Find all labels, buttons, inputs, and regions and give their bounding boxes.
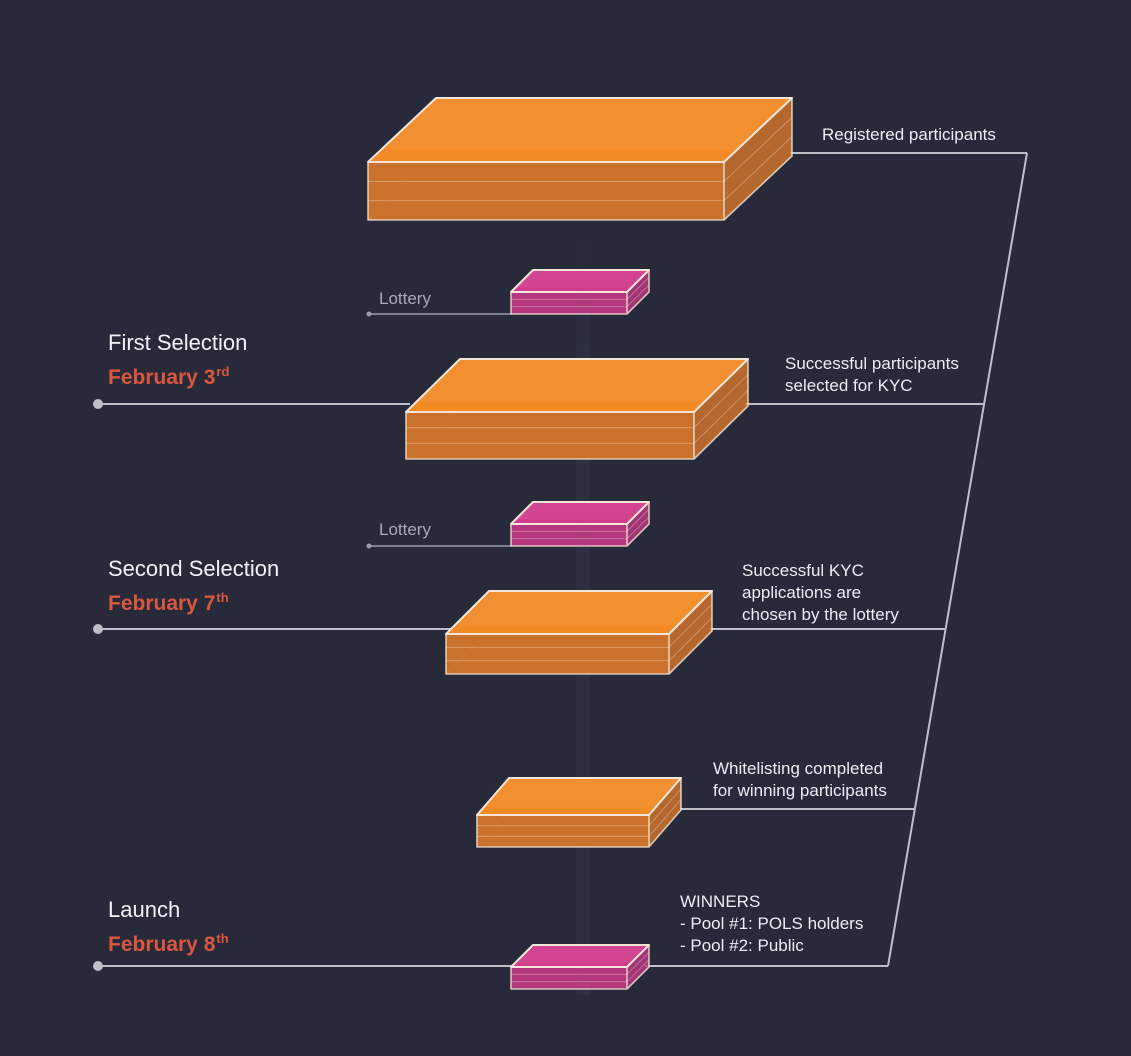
label-line: for winning participants	[713, 781, 887, 800]
label-selected-for-kyc: Successful participants selected for KYC	[785, 353, 959, 397]
label-line: WINNERS	[680, 892, 761, 911]
slab-layer	[367, 97, 793, 990]
slab-lottery-1	[510, 269, 650, 315]
stage-date-launch: February 8th	[108, 931, 229, 956]
label-whitelisting-completed: Whitelisting completed for winning parti…	[713, 758, 887, 802]
slab-whitelist	[476, 777, 682, 848]
label-line: Successful participants	[785, 354, 959, 373]
label-line: Whitelisting completed	[713, 759, 884, 778]
label-line: applications are	[742, 583, 862, 602]
label-winners: WINNERS - Pool #1: POLS holders - Pool #…	[680, 891, 863, 957]
label-line: - Pool #2: Public	[680, 936, 804, 955]
stage-title-launch: Launch	[108, 897, 181, 922]
stage-title-second: Second Selection	[108, 556, 280, 581]
slab-kyc	[405, 358, 749, 460]
label-registered-participants: Registered participants	[822, 125, 996, 144]
slab-registered	[367, 97, 793, 221]
label-line: selected for KYC	[785, 376, 913, 395]
right-bracket-line	[887, 152, 1028, 967]
slab-lottery-2	[510, 501, 650, 547]
stage-date-second: February 7th	[108, 590, 229, 615]
lottery-label-1: Lottery	[379, 289, 431, 308]
stage-title-first: First Selection	[108, 330, 248, 355]
stage-date-first: February 3rd	[108, 364, 230, 389]
lottery-dot-2	[366, 543, 372, 549]
label-line: Successful KYC	[742, 561, 864, 580]
stage-dot-launch	[93, 961, 103, 971]
label-line: chosen by the lottery	[742, 605, 899, 624]
stage-dot-first	[93, 399, 103, 409]
lottery-label-2: Lottery	[379, 520, 431, 539]
lottery-dot-1	[366, 311, 372, 317]
slab-chosen	[445, 590, 713, 675]
stage-dot-second	[93, 624, 103, 634]
slab-winners	[510, 944, 650, 990]
label-chosen-by-lottery: Successful KYC applications are chosen b…	[742, 560, 899, 626]
label-line: - Pool #1: POLS holders	[680, 914, 864, 933]
